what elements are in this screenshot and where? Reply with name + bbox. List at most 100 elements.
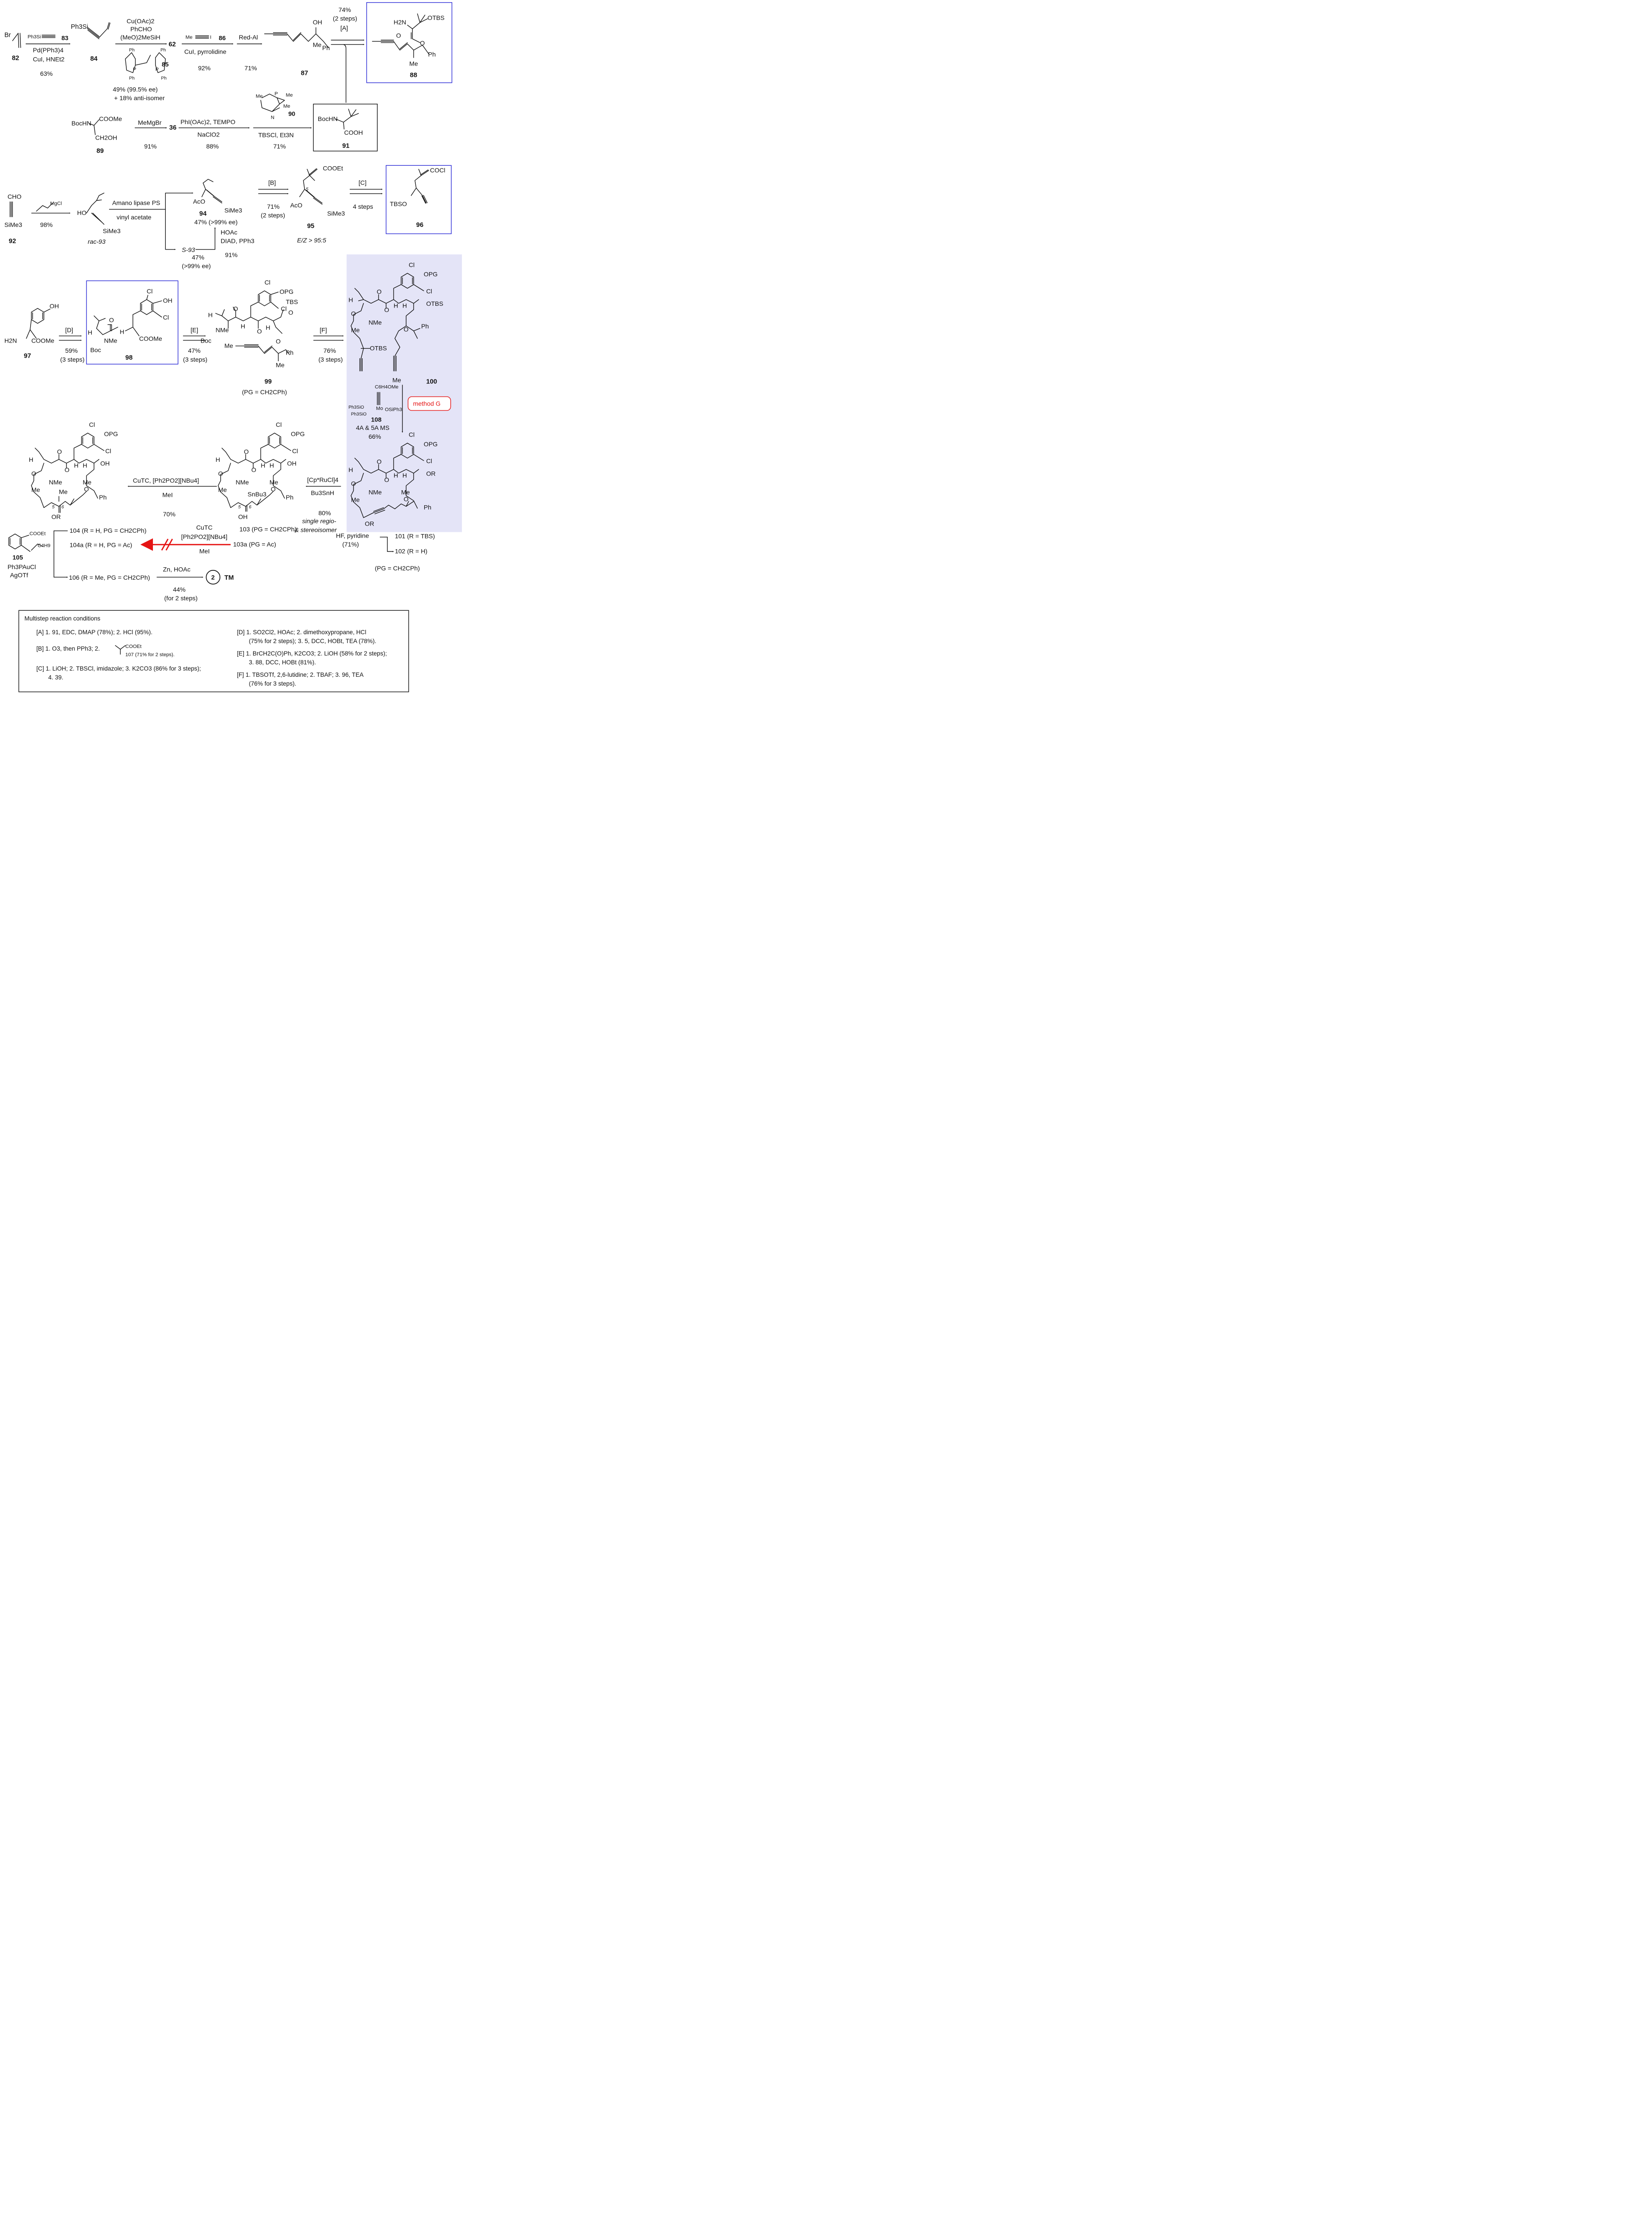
svg-text:Mo: Mo xyxy=(376,406,383,411)
svg-text:H: H xyxy=(348,297,353,304)
svg-text:MeMgBr: MeMgBr xyxy=(138,119,162,126)
svg-text:Ph3Si: Ph3Si xyxy=(71,23,88,31)
svg-text:92%: 92% xyxy=(198,64,211,71)
svg-text:Boc: Boc xyxy=(90,347,101,354)
svg-text:Cl: Cl xyxy=(409,431,414,438)
svg-text:85: 85 xyxy=(162,61,169,68)
svg-text:OPG: OPG xyxy=(104,430,118,437)
arrow-step-F: [F] 76% (3 steps) xyxy=(313,326,344,363)
svg-text:OR: OR xyxy=(365,520,374,527)
svg-text:70%: 70% xyxy=(163,511,176,518)
svg-text:Cl: Cl xyxy=(89,421,95,428)
svg-text:2: 2 xyxy=(211,574,215,581)
svg-text:AcO: AcO xyxy=(193,198,205,205)
svg-text:[Ph2PO2][NBu4]: [Ph2PO2][NBu4] xyxy=(181,533,227,540)
svg-text:74%: 74% xyxy=(339,6,351,13)
svg-text:96: 96 xyxy=(416,222,423,229)
svg-text:5: 5 xyxy=(306,187,309,192)
svg-text:91%: 91% xyxy=(144,143,157,150)
svg-text:OPG: OPG xyxy=(280,288,293,295)
svg-text:NaClO2: NaClO2 xyxy=(197,131,219,138)
svg-text:Ph3SiO: Ph3SiO xyxy=(348,405,364,410)
svg-text:COOMe: COOMe xyxy=(31,337,55,344)
svg-text:AgOTf: AgOTf xyxy=(10,571,28,578)
svg-text:Ph3PAuCl: Ph3PAuCl xyxy=(8,563,36,570)
svg-text:88: 88 xyxy=(410,72,417,79)
svg-text:Me: Me xyxy=(286,93,293,98)
svg-text:H2N: H2N xyxy=(394,19,406,26)
svg-text:76%: 76% xyxy=(324,347,336,354)
svg-text:82: 82 xyxy=(12,55,19,62)
svg-text:NMe: NMe xyxy=(368,319,382,326)
svg-text:[A]: [A] xyxy=(340,24,348,31)
svg-text:Cl: Cl xyxy=(292,447,298,454)
compound-89: BocHN COOMe CH2OH 89 xyxy=(71,115,122,155)
svg-text:Me: Me xyxy=(313,41,322,48)
svg-text:OPG: OPG xyxy=(424,441,437,448)
svg-text:Ph: Ph xyxy=(286,349,293,356)
compound-96-box: COCl TBSO 96 xyxy=(386,165,452,234)
svg-text:OTBS: OTBS xyxy=(427,14,444,21)
svg-text:63%: 63% xyxy=(40,70,53,77)
svg-text:TBSCl, Et3N: TBSCl, Et3N xyxy=(258,132,294,139)
svg-text:Ph: Ph xyxy=(424,504,431,511)
svg-text:Me: Me xyxy=(283,104,290,109)
svg-text:91: 91 xyxy=(342,143,349,150)
svg-text:C4H9: C4H9 xyxy=(38,543,51,548)
svg-text:O: O xyxy=(244,448,249,455)
arrow-step-4: Red-Al 71% xyxy=(237,34,262,71)
arrow-row2-1: MeMgBr 91% 36 xyxy=(135,119,176,150)
svg-text:O: O xyxy=(109,316,114,324)
svg-text:99: 99 xyxy=(265,378,272,385)
arrow-step-E: [E] 47% (3 steps) xyxy=(183,326,207,363)
svg-text:HO: HO xyxy=(77,209,86,216)
svg-text:H: H xyxy=(394,472,398,479)
svg-text:O: O xyxy=(288,309,293,316)
svg-text:98%: 98% xyxy=(40,221,53,228)
svg-text:CH2OH: CH2OH xyxy=(95,134,117,141)
svg-text:NMe: NMe xyxy=(104,337,117,344)
svg-text:Cl: Cl xyxy=(409,261,414,268)
compound-104: Cl OPG Cl H O O H H OH O O NMe Me Me Me … xyxy=(29,421,146,548)
svg-text:PhCHO: PhCHO xyxy=(130,26,152,33)
compound-99: Cl OPG Cl H O O H H TBS O NMe Boc O Me P… xyxy=(200,279,298,395)
svg-text:H: H xyxy=(83,462,87,469)
svg-text:O: O xyxy=(351,310,356,317)
svg-text:CuTC: CuTC xyxy=(196,524,213,531)
svg-text:OH: OH xyxy=(287,460,297,467)
svg-text:SnBu3: SnBu3 xyxy=(248,491,267,498)
svg-text:6: 6 xyxy=(62,505,64,510)
svg-text:O: O xyxy=(65,466,70,473)
svg-text:COOEt: COOEt xyxy=(125,644,142,649)
arrow-step-D: [D] 59% (3 steps) xyxy=(59,326,85,363)
svg-text:101 (R = TBS): 101 (R = TBS) xyxy=(395,533,435,540)
svg-text:CuI, pyrrolidine: CuI, pyrrolidine xyxy=(184,48,227,55)
svg-text:Ph3Si: Ph3Si xyxy=(27,34,41,39)
svg-text:H: H xyxy=(402,302,407,309)
svg-text:102 (R = H): 102 (R = H) xyxy=(395,548,427,555)
svg-text:Cl: Cl xyxy=(163,314,169,321)
svg-text:H: H xyxy=(394,302,398,309)
arrow-deprotection: Zn, HOAc 44% (for 2 steps) xyxy=(156,566,203,602)
svg-text:(PG = CH2CPh): (PG = CH2CPh) xyxy=(242,388,287,395)
svg-text:[E] 1. BrCH2C(O)Ph, K2CO3; 2.: [E] 1. BrCH2C(O)Ph, K2CO3; 2. LiOH (58% … xyxy=(237,650,387,657)
svg-text:O: O xyxy=(404,326,409,333)
svg-text:COOEt: COOEt xyxy=(29,531,46,537)
svg-text:Ph: Ph xyxy=(161,76,166,81)
svg-text:71%: 71% xyxy=(244,64,257,71)
svg-text:NMe: NMe xyxy=(368,489,382,496)
svg-text:Ph: Ph xyxy=(160,48,166,53)
svg-text:[B]: [B] xyxy=(268,179,276,186)
svg-text:Me: Me xyxy=(256,94,263,99)
svg-text:[F] 1. TBSOTf, 2,6-lutidine;: [F] 1. TBSOTf, 2,6-lutidine; 2. TBAF; 3.… xyxy=(237,671,364,678)
svg-text:36: 36 xyxy=(169,125,176,132)
svg-text:90: 90 xyxy=(288,110,295,117)
failed-arrow: CuTC [Ph2PO2][NBu4] MeI xyxy=(140,524,231,555)
svg-text:105: 105 xyxy=(12,554,23,561)
compound-S-93: S-93 47% (>99% ee) HOAc DIAD, PPh3 91% xyxy=(182,227,254,269)
svg-text:[F]: [F] xyxy=(320,326,327,333)
svg-text:O: O xyxy=(377,458,382,465)
svg-text:[E]: [E] xyxy=(191,326,198,333)
arrow-kinetic-resolution: Amano lipase PS vinyl acetate xyxy=(109,192,193,250)
method-G-label: method G xyxy=(407,396,451,411)
